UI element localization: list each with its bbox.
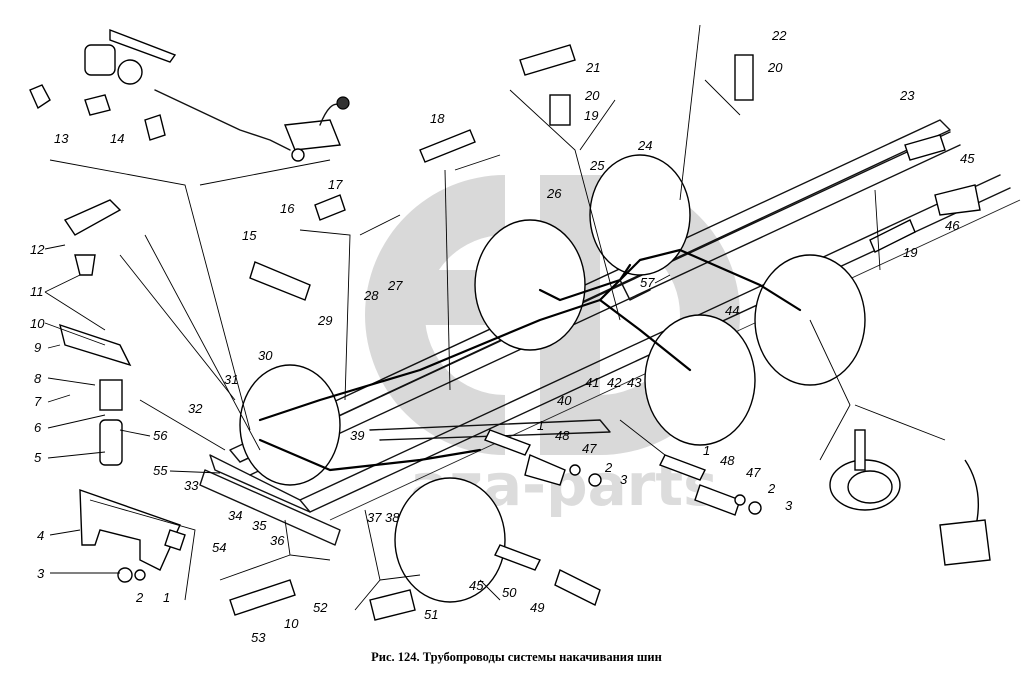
callout-48a: 48 xyxy=(555,428,570,443)
callout-5: 5 xyxy=(34,450,42,465)
figure-caption: Рис. 124. Трубопроводы системы накачиван… xyxy=(371,650,662,664)
air-pipelines xyxy=(258,248,802,472)
callout-38: 38 xyxy=(385,510,400,525)
callout-30: 30 xyxy=(258,348,273,363)
callout-45b: 45 xyxy=(469,578,484,593)
callout-19a: 19 xyxy=(584,108,598,123)
callout-46: 46 xyxy=(945,218,960,233)
callout-20a: 20 xyxy=(584,88,600,103)
callout-19b: 19 xyxy=(903,245,917,260)
callout-10: 10 xyxy=(30,316,45,331)
callout-20b: 20 xyxy=(767,60,783,75)
callout-3c: 3 xyxy=(785,498,793,513)
callout-48b: 48 xyxy=(720,453,735,468)
callout-47b: 47 xyxy=(746,465,761,480)
callout-16: 16 xyxy=(280,201,295,216)
callout-53: 53 xyxy=(251,630,266,645)
callout-17: 17 xyxy=(328,177,343,192)
callout-23: 23 xyxy=(899,88,915,103)
callout-leaders xyxy=(44,244,671,574)
callout-4: 4 xyxy=(37,528,44,543)
callout-7: 7 xyxy=(34,394,42,409)
callout-2c: 2 xyxy=(767,481,776,496)
callout-14: 14 xyxy=(110,131,124,146)
callout-8: 8 xyxy=(34,371,42,386)
callout-11: 11 xyxy=(30,284,44,299)
callout-35: 35 xyxy=(252,518,267,533)
callout-18: 18 xyxy=(430,111,445,126)
callout-15: 15 xyxy=(242,228,257,243)
callout-9: 9 xyxy=(34,340,41,355)
callout-2b: 2 xyxy=(604,460,613,475)
callout-52: 52 xyxy=(313,600,328,615)
callout-50: 50 xyxy=(502,585,517,600)
callout-33: 33 xyxy=(184,478,199,493)
callout-27: 27 xyxy=(387,278,403,293)
callout-45a: 45 xyxy=(960,151,975,166)
callout-3b: 3 xyxy=(620,472,628,487)
wheel-front-left xyxy=(239,364,341,486)
callout-24: 24 xyxy=(637,138,652,153)
callout-56: 56 xyxy=(153,428,168,443)
grouping-lines xyxy=(49,24,946,611)
callout-1c: 1 xyxy=(703,443,710,458)
callout-49: 49 xyxy=(530,600,544,615)
wheel-mid-left xyxy=(474,219,586,351)
callout-47a: 47 xyxy=(582,441,597,456)
callouts: 1 2 3 4 5 6 7 8 9 10 11 12 13 14 15 16 1… xyxy=(30,28,975,645)
callout-6: 6 xyxy=(34,420,42,435)
callout-12: 12 xyxy=(30,242,45,257)
callout-32: 32 xyxy=(188,401,203,416)
callout-34: 34 xyxy=(228,508,242,523)
callout-1b: 1 xyxy=(537,418,544,433)
callout-51: 51 xyxy=(424,607,438,622)
wheel-mid-right xyxy=(644,314,756,446)
callout-1: 1 xyxy=(163,590,170,605)
callout-2: 2 xyxy=(135,590,144,605)
callout-26: 26 xyxy=(546,186,562,201)
callout-25: 25 xyxy=(589,158,605,173)
callout-40: 40 xyxy=(557,393,572,408)
callout-28: 28 xyxy=(363,288,379,303)
control-valve-assembly xyxy=(84,28,350,162)
callout-13: 13 xyxy=(54,131,69,146)
wheels xyxy=(239,154,866,603)
callout-54: 54 xyxy=(212,540,226,555)
callout-3: 3 xyxy=(37,566,45,581)
callout-31: 31 xyxy=(224,372,238,387)
callout-36: 36 xyxy=(270,533,285,548)
callout-57: 57 xyxy=(640,275,655,290)
callout-41: 41 xyxy=(585,375,599,390)
callout-10b: 10 xyxy=(284,616,299,631)
wheel-rear-left xyxy=(589,154,691,276)
callout-39: 39 xyxy=(350,428,364,443)
callout-42: 42 xyxy=(607,375,622,390)
callout-22: 22 xyxy=(771,28,787,43)
callout-43: 43 xyxy=(627,375,642,390)
callout-55: 55 xyxy=(153,463,168,478)
wheel-front-right xyxy=(394,477,506,603)
callout-21: 21 xyxy=(585,60,600,75)
callout-44: 44 xyxy=(725,303,739,318)
callout-37: 37 xyxy=(367,510,382,525)
fittings xyxy=(29,44,991,621)
callout-29: 29 xyxy=(317,313,332,328)
